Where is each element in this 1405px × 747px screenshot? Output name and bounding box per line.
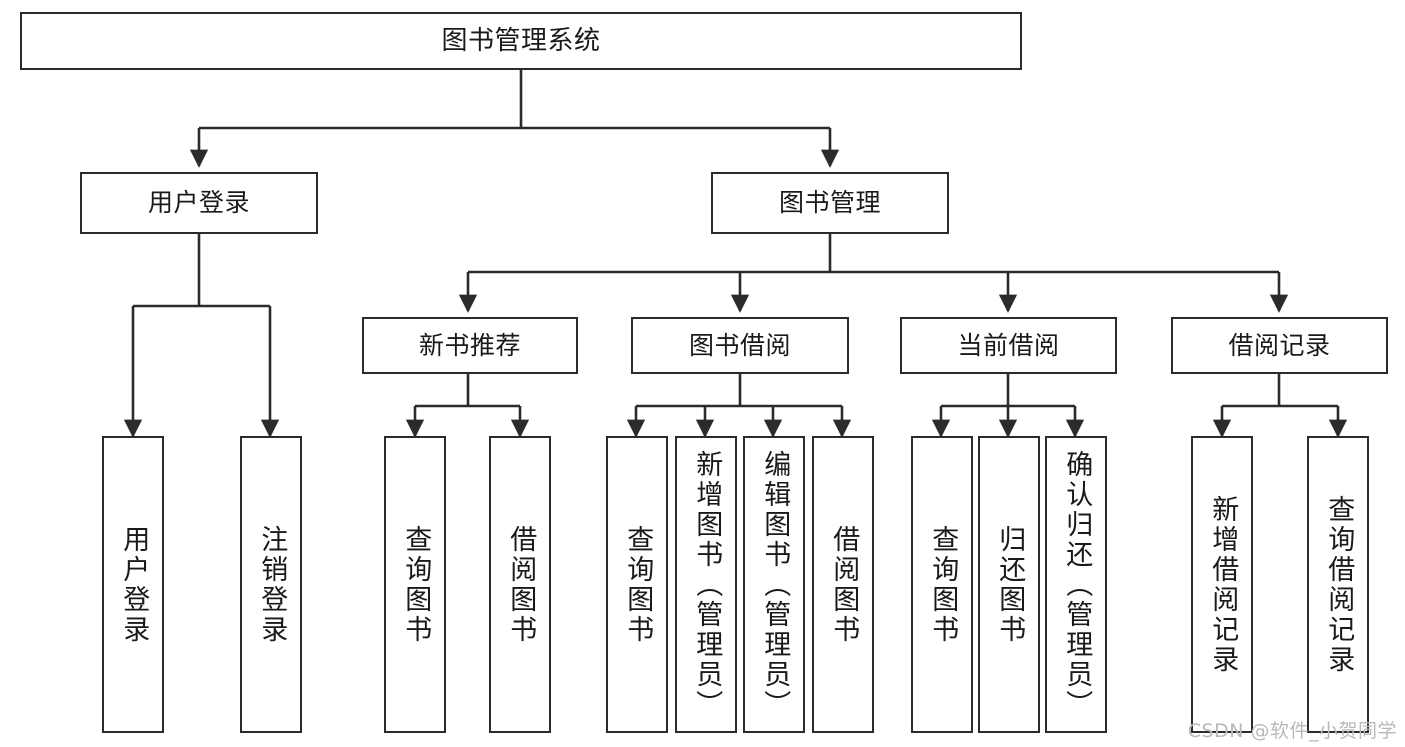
leaf-borrow-record-add-record[interactable]: 新增借阅记录 bbox=[1191, 436, 1253, 733]
node-label: 图书管理系统 bbox=[441, 25, 601, 56]
leaf-user-login-login[interactable]: 用户登录 bbox=[102, 436, 164, 733]
node-label: 查询图书 bbox=[927, 524, 959, 645]
node-book-management[interactable]: 图书管理 bbox=[711, 172, 949, 234]
leaf-current-borrow-return-book[interactable]: 归还图书 bbox=[978, 436, 1040, 733]
leaf-new-book-borrow-book[interactable]: 借阅图书 bbox=[489, 436, 551, 733]
node-label: 图书借阅 bbox=[688, 330, 791, 360]
node-label: 借阅图书 bbox=[505, 524, 537, 645]
node-label: 当前借阅 bbox=[957, 330, 1060, 360]
leaf-current-borrow-confirm-return-admin[interactable]: 确认归还（管理员） bbox=[1045, 436, 1107, 733]
node-label: 编辑图书（管理员） bbox=[759, 450, 791, 720]
leaf-book-borrow-edit-book-admin[interactable]: 编辑图书（管理员） bbox=[743, 436, 805, 733]
node-root-book-management-system[interactable]: 图书管理系统 bbox=[20, 12, 1022, 70]
node-label: 用户登录 bbox=[147, 188, 250, 218]
node-label: 注销登录 bbox=[256, 524, 288, 645]
node-label: 查询借阅记录 bbox=[1323, 494, 1355, 675]
node-label: 借阅记录 bbox=[1228, 330, 1331, 360]
leaf-book-borrow-borrow-book[interactable]: 借阅图书 bbox=[812, 436, 874, 733]
leaf-user-login-logout[interactable]: 注销登录 bbox=[240, 436, 302, 733]
node-label: 新书推荐 bbox=[418, 330, 521, 360]
node-label: 归还图书 bbox=[994, 524, 1026, 645]
node-label: 确认归还（管理员） bbox=[1061, 450, 1093, 720]
leaf-current-borrow-query-book[interactable]: 查询图书 bbox=[911, 436, 973, 733]
leaf-borrow-record-query-record[interactable]: 查询借阅记录 bbox=[1307, 436, 1369, 733]
csdn-watermark: CSDN @软件_小贺同学 bbox=[1187, 720, 1397, 742]
leaf-book-borrow-add-book-admin[interactable]: 新增图书（管理员） bbox=[675, 436, 737, 733]
node-new-book-recommend[interactable]: 新书推荐 bbox=[362, 317, 578, 374]
node-label: 新增图书（管理员） bbox=[691, 450, 723, 720]
node-user-login[interactable]: 用户登录 bbox=[80, 172, 318, 234]
node-label: 借阅图书 bbox=[828, 524, 860, 645]
node-current-borrow[interactable]: 当前借阅 bbox=[900, 317, 1117, 374]
node-label: 图书管理 bbox=[778, 188, 881, 218]
node-label: 查询图书 bbox=[622, 524, 654, 645]
node-label: 用户登录 bbox=[118, 524, 150, 645]
node-label: 新增借阅记录 bbox=[1207, 494, 1239, 675]
leaf-book-borrow-query-book[interactable]: 查询图书 bbox=[606, 436, 668, 733]
node-label: 查询图书 bbox=[400, 524, 432, 645]
node-borrow-record[interactable]: 借阅记录 bbox=[1171, 317, 1388, 374]
node-book-borrow[interactable]: 图书借阅 bbox=[631, 317, 849, 374]
leaf-new-book-query-book[interactable]: 查询图书 bbox=[384, 436, 446, 733]
